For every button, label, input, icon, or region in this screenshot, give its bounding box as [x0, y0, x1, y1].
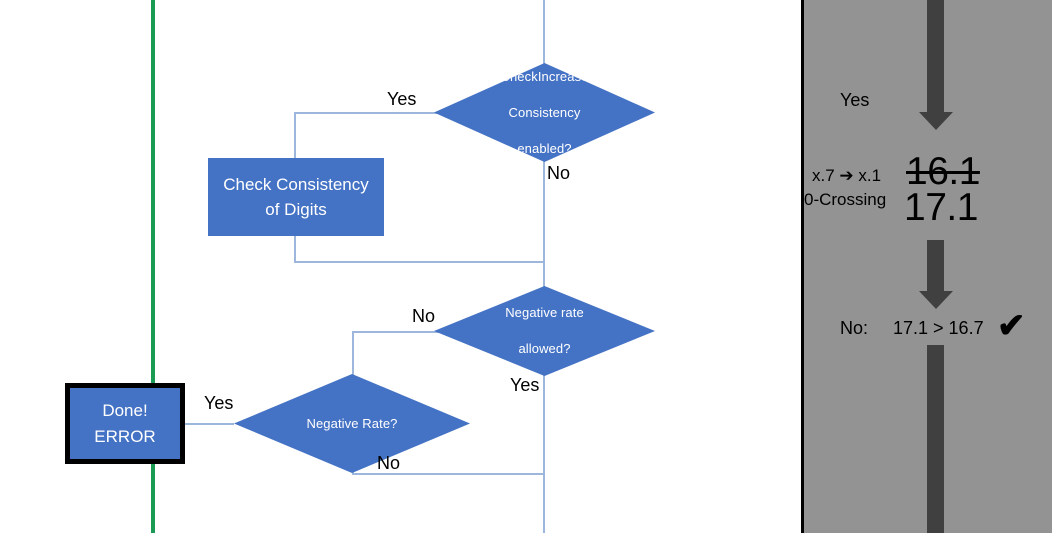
connector-checkincrease-yes-vertical — [294, 112, 296, 158]
panel-value-struck: 16.1 — [906, 150, 980, 193]
connector-negrate-no-horizontal — [352, 473, 544, 475]
connector-spine-top — [543, 0, 545, 88]
connector-negallowed-no-horizontal — [352, 331, 444, 333]
decision-check-increase-line2: Consistency — [508, 104, 581, 120]
green-divider-line — [151, 0, 155, 533]
decision-check-increase-label: CheckIncrease Consistency enabled? — [484, 68, 604, 158]
process-digits-label: Check Consistency of Digits — [223, 172, 369, 222]
connector-spine-bottom — [543, 473, 545, 533]
edge-label-checkincrease-no: No — [547, 163, 571, 183]
edge-label-negrate-no: No — [377, 453, 401, 473]
panel-arrow-bottom — [927, 345, 944, 533]
decision-negative-rate[interactable]: Negative Rate? — [234, 374, 470, 473]
connector-negallowed-no-vertical — [352, 331, 354, 375]
decision-negative-rate-allowed[interactable]: Negative rate allowed? — [434, 286, 655, 376]
edge-label-negallowed-no: No — [412, 306, 436, 326]
connector-digits-rejoin-horizontal — [294, 261, 544, 263]
edge-label-negallowed-yes: Yes — [510, 375, 540, 395]
terminator-done-line2: ERROR — [94, 426, 156, 446]
connector-spine-lower — [543, 356, 545, 474]
process-digits-line1: Check Consistency — [223, 175, 369, 194]
connector-checkincrease-yes-horizontal — [294, 112, 444, 114]
panel-value-current: 17.1 — [904, 186, 978, 229]
panel-result-comparison: 17.1 > 16.7 — [893, 318, 984, 338]
process-digits-line2: of Digits — [265, 200, 327, 219]
panel-crossing-label: 0-Crossing — [804, 190, 887, 209]
annotation-panel: Yes x.7 ➔ x.1 0-Crossing 16.1 17.1 No: 1… — [801, 0, 1052, 533]
panel-arrow-middle-head — [918, 291, 953, 309]
terminator-done-error[interactable]: Done! ERROR — [65, 383, 185, 464]
edge-label-checkincrease-yes: Yes — [387, 89, 417, 109]
decision-check-increase-line3: enabled? — [517, 140, 572, 156]
panel-transition-label: x.7 ➔ x.1 — [812, 166, 882, 185]
decision-negative-allowed-line1: Negative rate — [505, 305, 584, 320]
decision-negative-allowed-line2: allowed? — [518, 341, 571, 356]
decision-negative-rate-label: Negative Rate? — [306, 415, 398, 431]
terminator-done-line1: Done! — [102, 400, 148, 420]
panel-branch-label: Yes — [840, 90, 870, 110]
decision-check-increase-consistency[interactable]: CheckIncrease Consistency enabled? — [434, 63, 655, 162]
decision-negative-allowed-label: Negative rate allowed? — [489, 304, 600, 358]
connector-digits-out-vertical — [294, 236, 296, 262]
panel-arrow-top — [918, 0, 953, 130]
decision-check-increase-line1: CheckIncrease — [500, 68, 589, 84]
connector-spine-middle — [543, 139, 545, 307]
process-check-consistency-of-digits[interactable]: Check Consistency of Digits — [208, 158, 384, 236]
panel-result-checkmark: ✔ — [997, 307, 1026, 345]
panel-arrow-top-head — [918, 112, 953, 130]
panel-arrow-middle — [918, 240, 953, 309]
edge-label-negrate-yes: Yes — [204, 393, 234, 413]
connector-negrate-yes-horizontal — [174, 423, 234, 425]
panel-result-prefix: No: — [840, 318, 869, 338]
